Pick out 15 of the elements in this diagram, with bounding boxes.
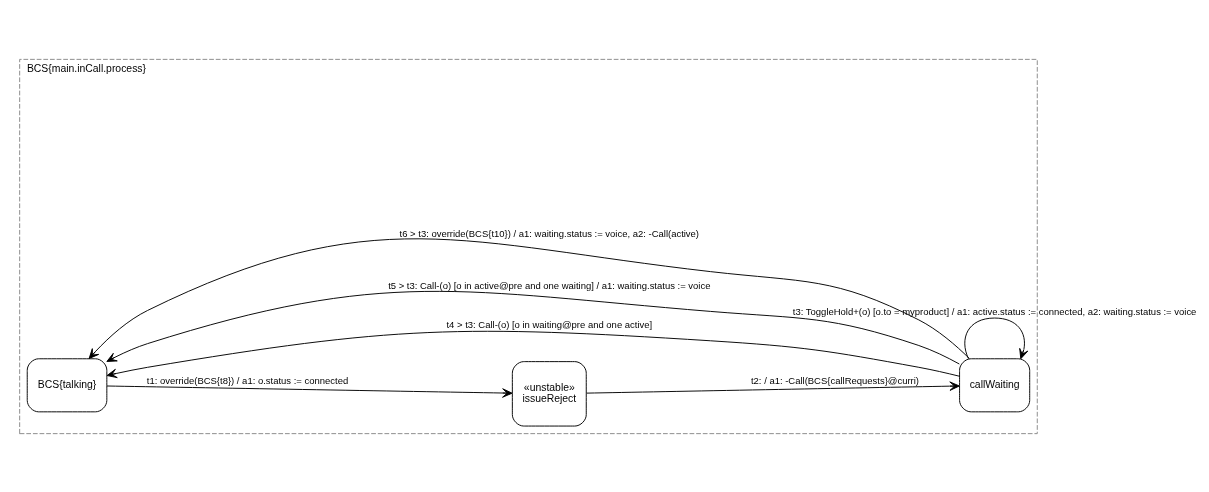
edge-label: t2: / a1: -Call(BCS{callRequests}@curri) — [750, 374, 919, 386]
arrow — [106, 385, 513, 398]
edge-label: t1: override(BCS{t8}) / a1: o.status := connected — [146, 374, 349, 386]
node-box: «unstable» issueReject — [511, 360, 587, 427]
arrow — [586, 380, 960, 394]
arrow — [106, 330, 961, 378]
node-box: BCS{talking} — [26, 357, 108, 412]
edge-label: t4 > t3: Call-(o) [o in waiting@pre and one active] — [446, 318, 653, 330]
arrow — [964, 317, 1029, 359]
edge-label: t5 > t3: Call-(o) [o in active@pre and one waiting] / a1: waiting.status := voice — [388, 279, 711, 291]
node-box: callWaiting — [959, 357, 1031, 412]
arrow — [106, 290, 960, 364]
edge-label: t6 > t3: override(BCS{t10}) / a1: waiting.status := voice, a2: -Call(active) — [399, 227, 700, 239]
arrow — [88, 237, 970, 359]
edge-label: t3: ToggleHold+(o) [o.to = myproduct] / a1: active.status := connected, a2: waiting.status := voice — [792, 305, 1197, 317]
